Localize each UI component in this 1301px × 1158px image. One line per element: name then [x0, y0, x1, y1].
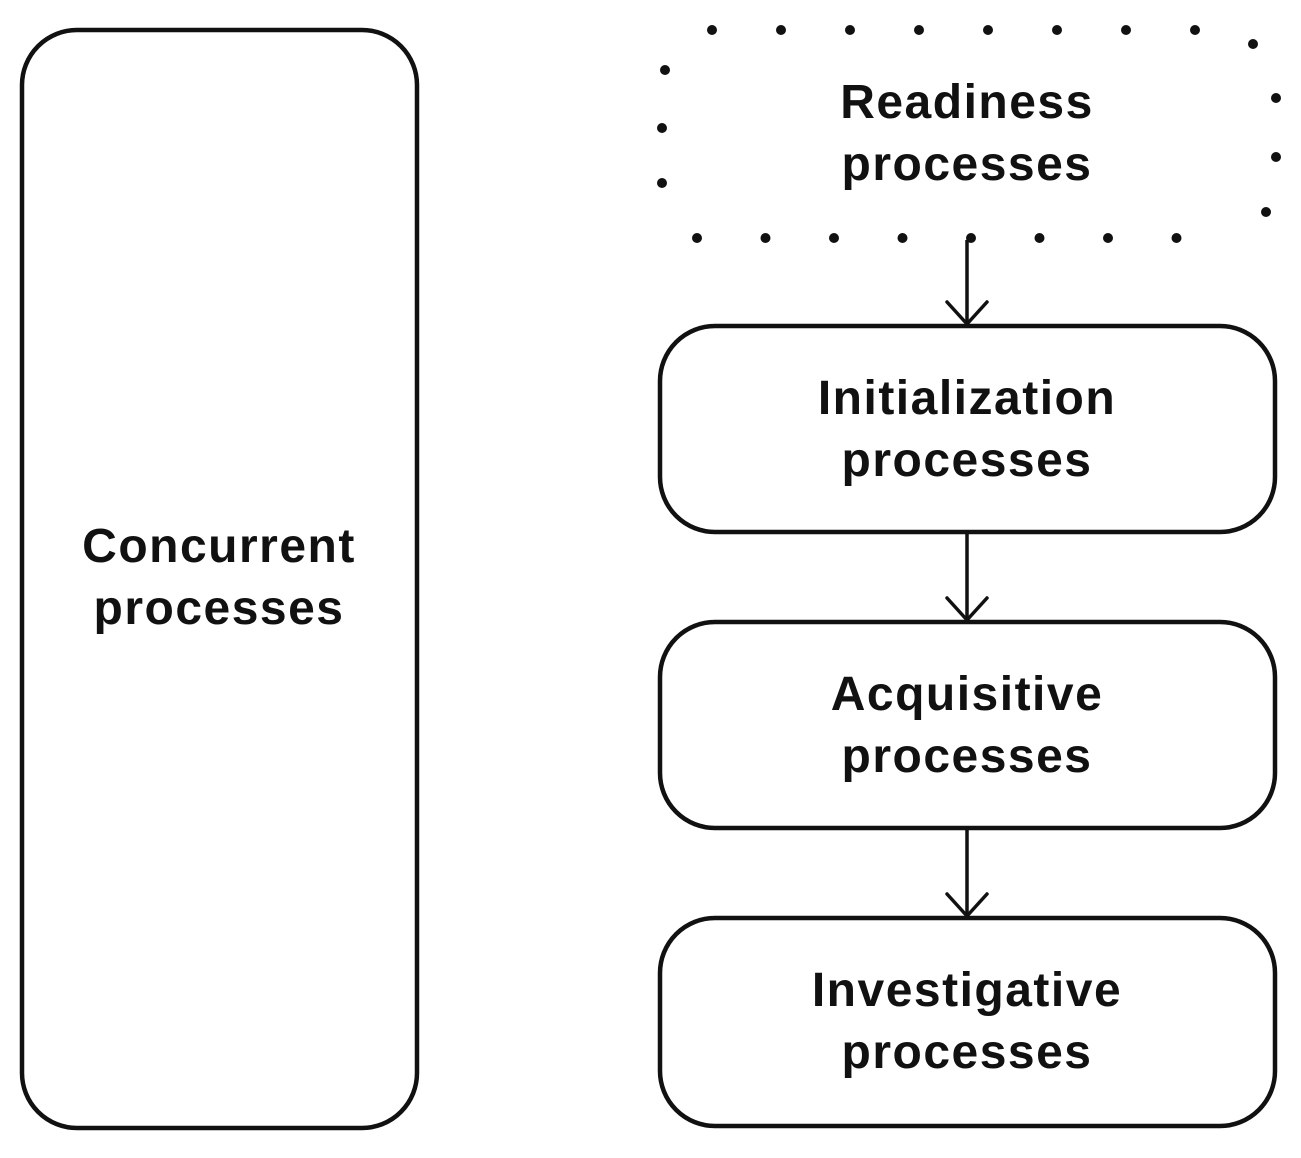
border-dot: [829, 233, 839, 243]
readiness-processes-label-line1: Readiness: [840, 76, 1094, 129]
border-dot: [1121, 25, 1131, 35]
border-dot: [657, 123, 667, 133]
acquisitive-processes-node: Acquisitive processes: [657, 619, 1278, 831]
border-dot: [1271, 152, 1281, 162]
arrow-acquisitive-to-investigative: [945, 830, 989, 918]
initialization-processes-label-line2: processes: [842, 434, 1093, 487]
border-dot: [1271, 93, 1281, 103]
border-dot: [845, 25, 855, 35]
initialization-processes-box: [657, 323, 1278, 535]
initialization-processes-node: Initialization processes: [657, 323, 1278, 535]
concurrent-processes-box: [19, 27, 420, 1131]
concurrent-processes-label-line1: Concurrent: [82, 520, 356, 573]
border-dot: [660, 65, 670, 75]
border-dot: [914, 25, 924, 35]
border-dot: [897, 233, 908, 243]
border-dot: [707, 25, 717, 35]
readiness-processes-node: Readiness processes: [657, 25, 1281, 243]
border-dot: [983, 25, 993, 35]
border-dot: [1171, 233, 1182, 243]
readiness-dotted-border: [657, 25, 1281, 243]
investigative-processes-label-line2: processes: [842, 1026, 1093, 1079]
border-dot: [1034, 233, 1045, 243]
border-dot: [1190, 25, 1200, 35]
concurrent-processes-node: Concurrent processes: [19, 27, 420, 1131]
arrow-readiness-to-initialization: [945, 240, 989, 326]
border-dot: [692, 233, 702, 243]
arrow-initialization-to-acquisitive: [945, 534, 989, 622]
acquisitive-processes-label-line2: processes: [842, 730, 1093, 783]
border-dot: [1248, 39, 1258, 49]
border-dot: [760, 233, 771, 243]
border-dot: [1103, 233, 1113, 243]
border-dot: [776, 25, 786, 35]
border-dot: [657, 178, 667, 188]
acquisitive-processes-box: [657, 619, 1278, 831]
investigative-processes-node: Investigative processes: [657, 915, 1278, 1129]
readiness-processes-label-line2: processes: [842, 138, 1093, 191]
acquisitive-processes-label-line1: Acquisitive: [831, 668, 1104, 721]
concurrent-processes-label-line2: processes: [94, 582, 345, 635]
border-dot: [1052, 25, 1062, 35]
border-dot: [1261, 207, 1271, 217]
investigative-processes-box: [657, 915, 1278, 1129]
investigative-processes-label-line1: Investigative: [812, 964, 1122, 1017]
initialization-processes-label-line1: Initialization: [818, 372, 1116, 425]
